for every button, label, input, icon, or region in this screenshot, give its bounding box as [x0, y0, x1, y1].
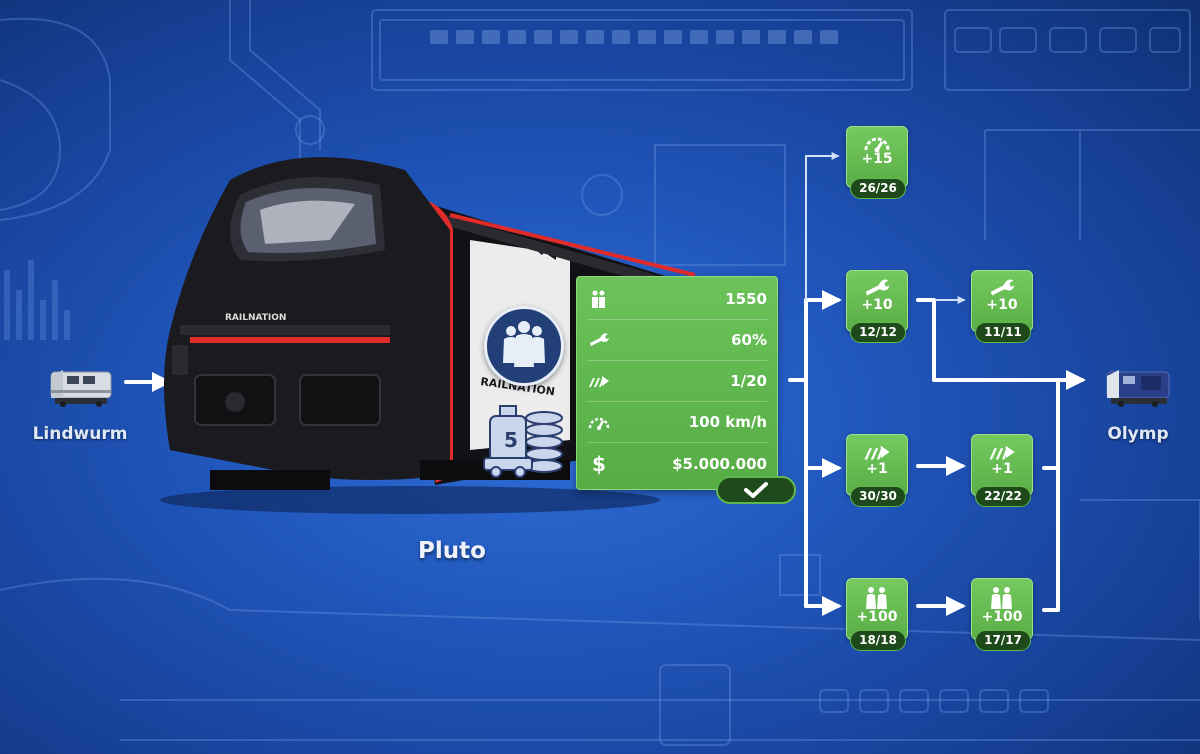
- speedometer-icon: [864, 137, 890, 152]
- origin-station[interactable]: Lindwurm: [20, 360, 140, 444]
- acceleration-icon: [989, 445, 1015, 460]
- stat-row-capacity: 1550: [587, 279, 767, 320]
- upgrade-bonus: +10: [861, 297, 893, 313]
- destination-station-name: Olymp: [1107, 424, 1169, 444]
- destination-station[interactable]: Olymp: [1088, 360, 1188, 444]
- stat-capacity-value: 1550: [725, 290, 767, 308]
- wrench-icon: [990, 279, 1015, 296]
- train-level-number: 5: [504, 428, 518, 452]
- train-livery-front: RAILNATION: [225, 313, 286, 323]
- confirm-button[interactable]: [716, 476, 796, 504]
- passengers-icon: [587, 288, 611, 310]
- upgrade-maintenance-1[interactable]: +10 12/12: [846, 270, 908, 356]
- origin-station-name: Lindwurm: [32, 424, 128, 444]
- upgrade-acceleration-2[interactable]: +1 22/22: [971, 434, 1033, 520]
- train-name: Pluto: [418, 538, 486, 564]
- train-level-emblem: [483, 405, 563, 478]
- stat-row-reliability: 60%: [587, 320, 767, 361]
- acceleration-icon: [864, 445, 890, 460]
- upgrade-progress: 12/12: [850, 322, 906, 343]
- passengers-icon: [866, 587, 887, 609]
- upgrade-tile: +100: [846, 578, 908, 640]
- upgrade-tile: +100: [971, 578, 1033, 640]
- stat-price-value: $5.000.000: [672, 454, 767, 473]
- upgrade-capacity-1[interactable]: +100 18/18: [846, 578, 908, 664]
- upgrade-progress: 17/17: [975, 630, 1031, 651]
- upgrade-progress: 30/30: [850, 486, 906, 507]
- stat-row-price: $ $5.000.000: [587, 443, 767, 484]
- train-type-emblem: [484, 306, 564, 386]
- upgrade-progress: 18/18: [850, 630, 906, 651]
- stat-row-speed: 100 km/h: [587, 402, 767, 443]
- upgrade-progress: 22/22: [975, 486, 1031, 507]
- wrench-icon: [865, 279, 890, 296]
- upgrade-bonus: +100: [981, 609, 1023, 625]
- stat-reliability-value: 60%: [731, 331, 767, 349]
- upgrade-speed-1[interactable]: +15 26/26: [846, 126, 908, 212]
- acceleration-icon: [587, 370, 611, 392]
- train-stats-panel: 1550 60% 1/20 100 km/h $ $5.000.000: [576, 276, 778, 490]
- locomotive-icon: [1106, 370, 1170, 407]
- checkmark-icon: [744, 482, 768, 498]
- upgrade-tile: +15: [846, 126, 908, 188]
- upgrade-bonus: +10: [986, 297, 1018, 313]
- upgrade-bonus: +1: [866, 461, 888, 477]
- passengers-icon: [991, 587, 1012, 609]
- locomotive-icon: [50, 370, 112, 407]
- stat-acceleration-value: 1/20: [730, 372, 767, 390]
- wrench-icon: [587, 329, 611, 351]
- upgrade-acceleration-1[interactable]: +1 30/30: [846, 434, 908, 520]
- upgrade-progress: 26/26: [850, 178, 906, 199]
- upgrade-bonus: +1: [991, 461, 1013, 477]
- upgrade-bonus: +15: [861, 151, 893, 167]
- speedometer-icon: [587, 411, 611, 433]
- stat-speed-value: 100 km/h: [688, 413, 767, 431]
- upgrade-capacity-2[interactable]: +100 17/17: [971, 578, 1033, 664]
- upgrade-maintenance-2[interactable]: +10 11/11: [971, 270, 1033, 356]
- upgrade-bonus: +100: [856, 609, 898, 625]
- dollar-icon: $: [592, 451, 606, 476]
- passengers-icon: [503, 321, 545, 367]
- upgrade-progress: 11/11: [975, 322, 1031, 343]
- stat-row-acceleration: 1/20: [587, 361, 767, 402]
